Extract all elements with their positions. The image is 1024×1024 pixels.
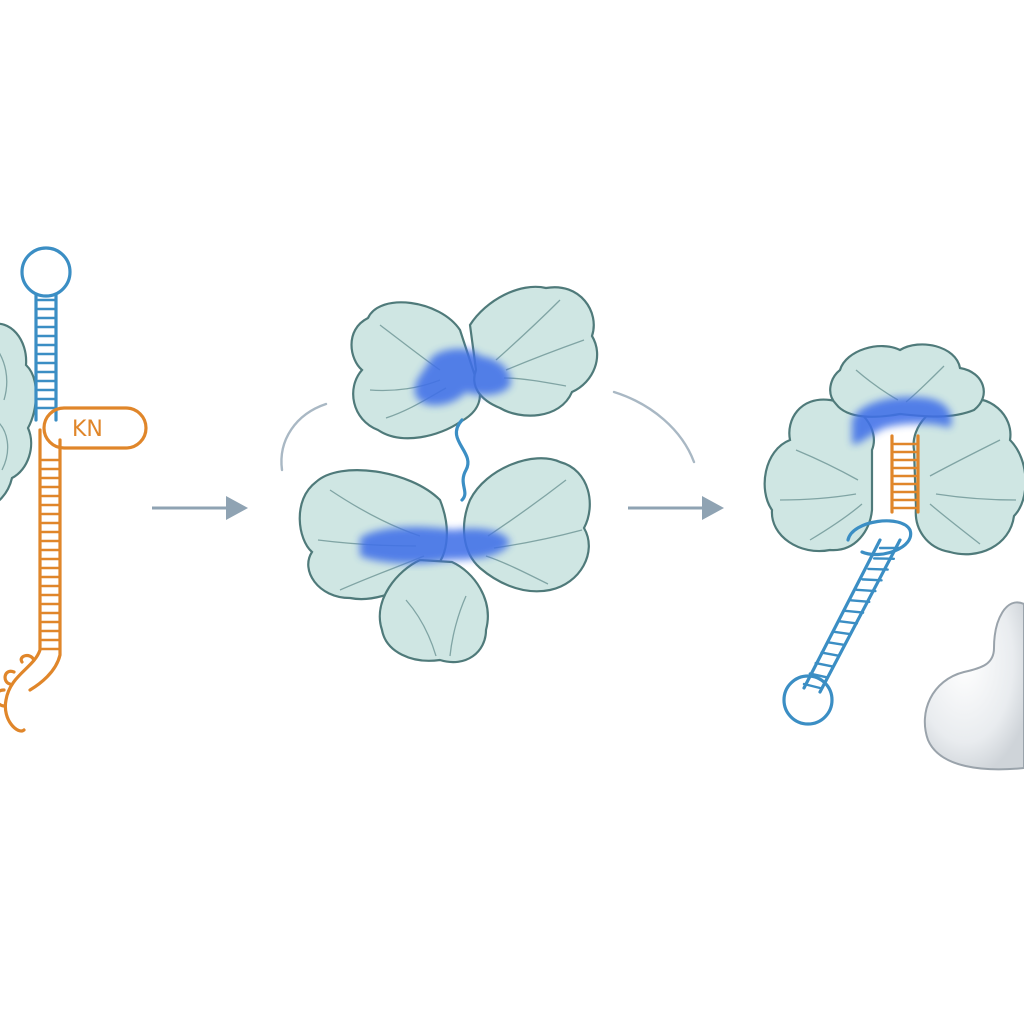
blue-rna-hairpin-right	[782, 519, 913, 726]
active-site-right	[852, 396, 952, 445]
base-pair-rung	[820, 651, 840, 657]
linker-strand	[454, 418, 470, 502]
base-pair-rung	[849, 599, 871, 604]
lower-subunit	[298, 457, 591, 664]
assembled-complex	[763, 343, 1024, 556]
panel-middle	[280, 285, 696, 664]
base-pair-rung	[814, 661, 834, 668]
motion-arc-left	[280, 402, 328, 472]
arrow-left-to-middle	[152, 496, 248, 520]
motion-arc-right	[612, 390, 696, 464]
base-pair-rung	[832, 630, 852, 636]
orange-rna-strand: KN	[0, 406, 148, 733]
panel-right	[763, 343, 1024, 771]
arrow-middle-to-right	[628, 496, 724, 520]
protein-left-partial	[0, 322, 37, 502]
base-pair-rung	[843, 609, 865, 614]
active-site-lower	[360, 527, 510, 564]
blue-rna-hairpin	[20, 246, 72, 422]
base-pair-rung	[861, 578, 883, 582]
active-site-upper	[414, 348, 511, 406]
base-pair-rung	[867, 567, 889, 571]
base-pair-rung	[826, 640, 846, 647]
white-blob	[923, 601, 1024, 771]
loop-label: KN	[72, 417, 103, 442]
panel-left: KN	[0, 246, 148, 733]
base-pair-rung	[837, 620, 859, 625]
orange-duplex-right	[890, 434, 920, 514]
base-pair-rung	[855, 588, 877, 593]
base-pair-rung	[802, 682, 822, 690]
base-pair-rung	[808, 672, 828, 679]
upper-subunit	[350, 285, 599, 440]
